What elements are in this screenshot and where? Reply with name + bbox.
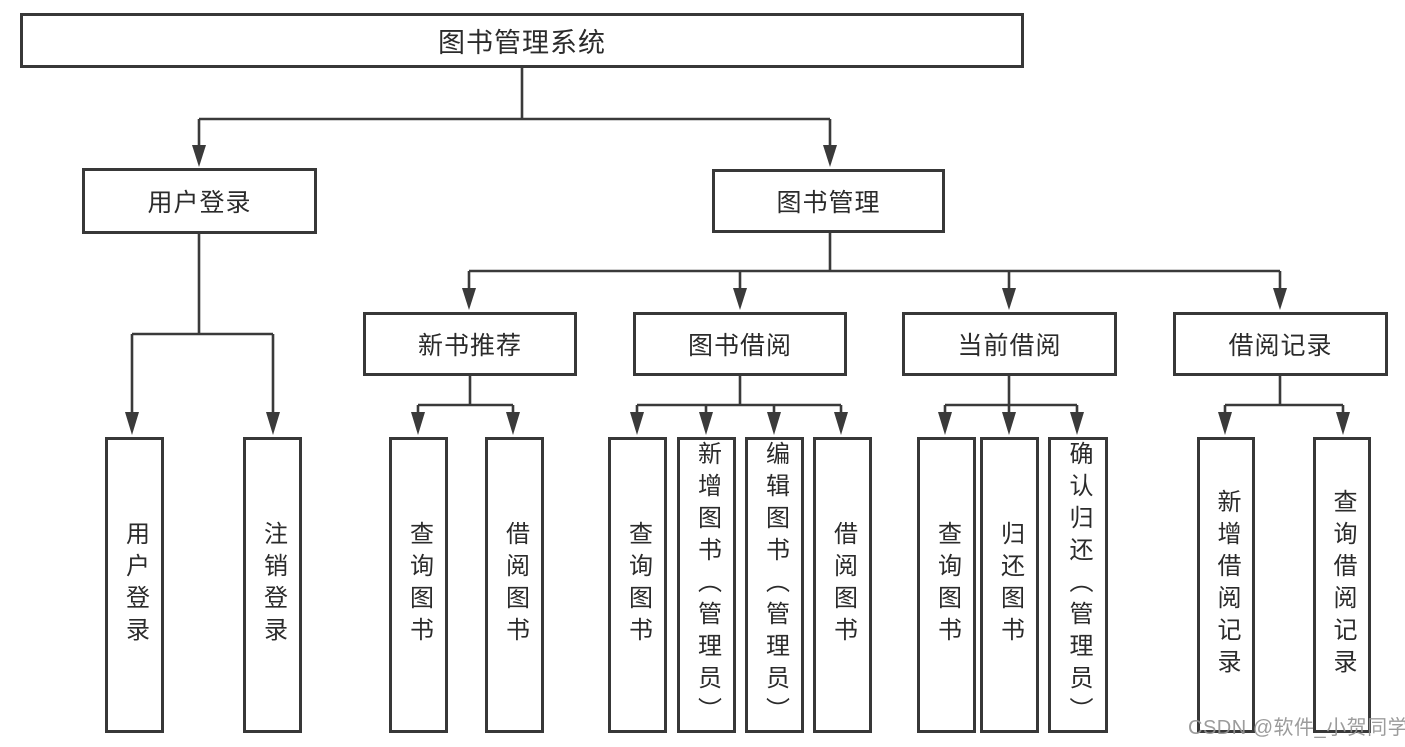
node-user-login: 用户登录 — [82, 168, 317, 234]
leaf-edit-book-admin: 编辑图书（管理员） — [745, 437, 804, 733]
csdn-watermark: CSDN @软件_小贺同学 — [1188, 717, 1405, 739]
node-label: 新书推荐 — [417, 332, 522, 360]
leaf-label: 注销登录 — [259, 521, 287, 649]
connector-group — [130, 67, 1345, 413]
leaf-query-borrow-record: 查询借阅记录 — [1313, 437, 1371, 733]
leaf-label: 查询图书 — [405, 521, 433, 649]
leaf-label: 新增借阅记录 — [1213, 489, 1240, 681]
node-current-borrowing: 当前借阅 — [902, 312, 1117, 376]
leaf-label: 查询借阅记录 — [1329, 489, 1356, 681]
node-label: 用户登录 — [147, 189, 252, 217]
leaf-add-book-admin: 新增图书（管理员） — [677, 437, 736, 733]
leaf-query-books-borrowing: 查询图书 — [608, 437, 667, 733]
leaf-label: 借阅图书 — [501, 521, 529, 649]
leaf-confirm-return-admin: 确认归还（管理员） — [1048, 437, 1108, 733]
leaf-add-borrow-record: 新增借阅记录 — [1197, 437, 1255, 733]
node-library-management-system: 图书管理系统 — [20, 13, 1024, 68]
leaf-label: 编辑图书（管理员） — [761, 441, 789, 729]
node-label: 借阅记录 — [1228, 332, 1333, 360]
node-book-management: 图书管理 — [712, 169, 945, 233]
leaf-return-books: 归还图书 — [980, 437, 1039, 733]
node-label: 图书管理系统 — [438, 28, 606, 58]
node-book-borrowing: 图书借阅 — [633, 312, 847, 376]
leaf-label: 确认归还（管理员） — [1065, 441, 1092, 729]
node-borrowing-records: 借阅记录 — [1173, 312, 1388, 376]
leaf-borrow-books: 借阅图书 — [813, 437, 872, 733]
leaf-label: 新增图书（管理员） — [693, 441, 721, 729]
leaf-label: 归还图书 — [996, 521, 1024, 649]
leaf-label: 查询图书 — [933, 521, 961, 649]
leaf-query-books-current: 查询图书 — [917, 437, 976, 733]
node-label: 图书借阅 — [687, 332, 792, 360]
node-new-book-recommendation: 新书推荐 — [363, 312, 577, 376]
node-label: 图书管理 — [776, 189, 881, 217]
arrowheads — [125, 145, 1350, 435]
node-label: 当前借阅 — [957, 332, 1062, 360]
leaf-user-login: 用户登录 — [105, 437, 164, 733]
leaf-logout: 注销登录 — [243, 437, 302, 733]
leaf-query-books-recommend: 查询图书 — [389, 437, 448, 733]
leaf-label: 借阅图书 — [829, 521, 857, 649]
leaf-label: 查询图书 — [624, 521, 652, 649]
leaf-label: 用户登录 — [121, 521, 149, 649]
leaf-borrow-books-recommend: 借阅图书 — [485, 437, 544, 733]
